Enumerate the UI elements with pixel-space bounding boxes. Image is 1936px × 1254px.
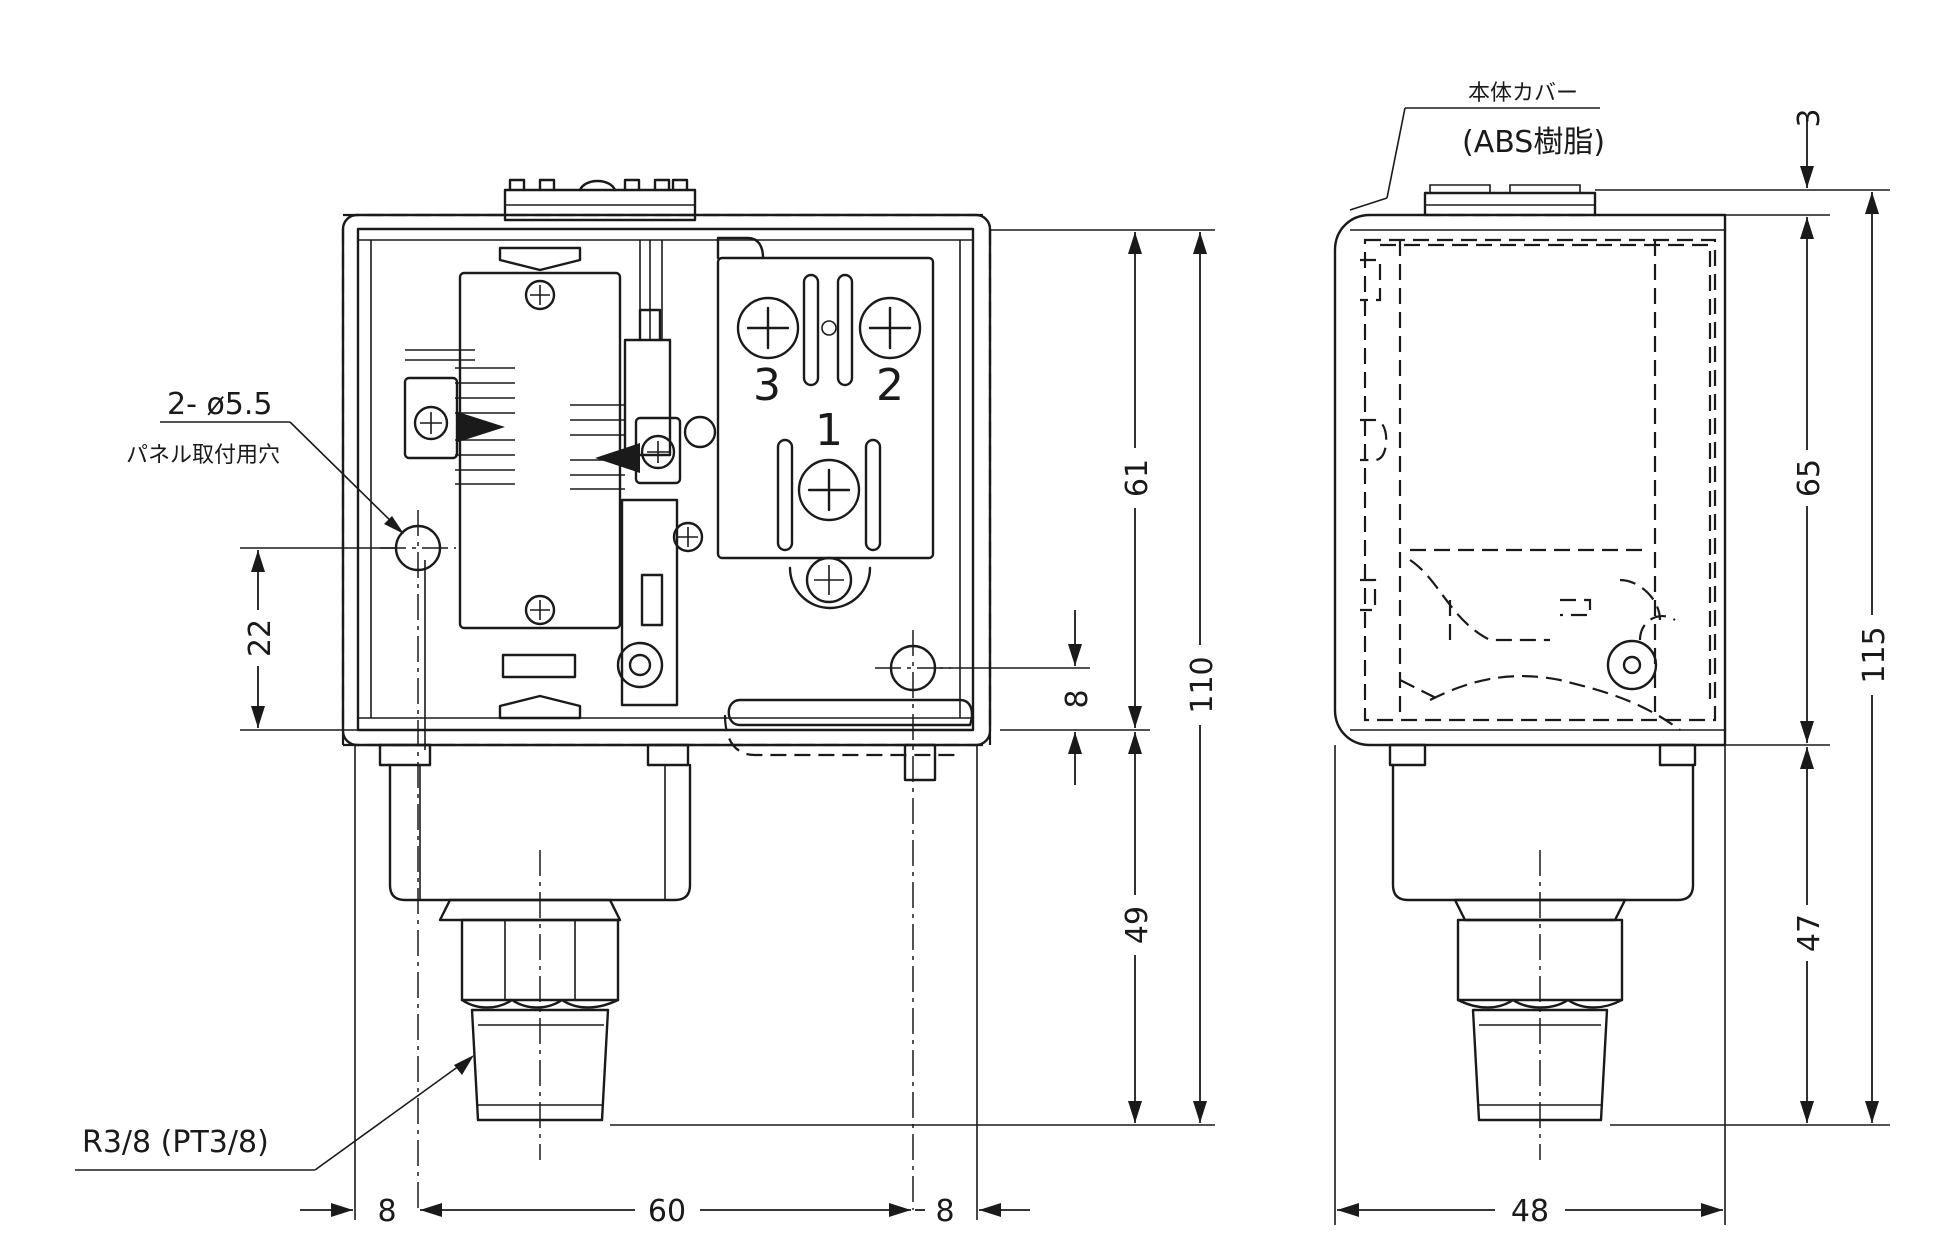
pointer-right — [595, 443, 640, 473]
callout-mounting-holes: 2- ø5.5 パネル取付用穴 — [126, 387, 404, 534]
side-width-dimension: 48 — [1334, 745, 1726, 1229]
dim-front-8-right: 8 — [935, 1194, 954, 1229]
side-housing — [1333, 213, 1727, 747]
dim-side-65: 65 — [1792, 459, 1827, 497]
dim-front-8-vertical: 8 — [1060, 689, 1095, 708]
dim-front-8-left: 8 — [377, 1194, 396, 1229]
screw-icon-group — [413, 279, 704, 626]
hole-callout-text: 2- ø5.5 — [167, 387, 273, 422]
screw-icon — [524, 279, 556, 311]
adjust-knobs — [503, 178, 697, 222]
dim-hole-height: 22 — [238, 547, 396, 731]
terminal-label-2: 2 — [876, 360, 904, 411]
callout-thread: R3/8 (PT3/8) — [75, 1055, 474, 1171]
scale-plate — [458, 271, 622, 630]
side-view: 本体カバー (ABS樹脂) 3 65 47 115 — [1333, 81, 1892, 1229]
pressure-port — [388, 763, 692, 1160]
screw-icon — [805, 556, 853, 604]
thread-callout-text: R3/8 (PT3/8) — [82, 1125, 269, 1160]
callout-cover: 本体カバー (ABS樹脂) — [1349, 81, 1605, 211]
front-horizontal-dimensions: 8 60 8 — [300, 745, 1030, 1229]
dim-side-3: 3 — [1792, 108, 1827, 127]
hole-note-text: パネル取付用穴 — [126, 443, 280, 468]
dim-front-60: 60 — [648, 1194, 686, 1229]
screw-icon — [524, 594, 556, 626]
front-housing-inner — [356, 227, 975, 732]
front-housing — [341, 213, 992, 747]
bottom-nuts — [378, 743, 937, 782]
side-vertical-dimensions: 3 65 47 115 — [1595, 108, 1892, 1126]
dim-front-22: 22 — [243, 619, 278, 657]
screw-icon — [672, 521, 704, 553]
screw-icon — [413, 405, 449, 441]
dim-front-49: 49 — [1120, 906, 1155, 944]
dim-front-61: 61 — [1120, 459, 1155, 497]
dim-front-110: 110 — [1185, 656, 1220, 713]
cover-label-text: 本体カバー — [1468, 81, 1578, 106]
terminal-screw-icon — [858, 296, 922, 360]
terminal-screw-icon — [797, 458, 861, 522]
front-view: 3 2 1 — [75, 178, 1220, 1229]
dim-hole-offset: 8 — [940, 610, 1095, 785]
dim-side-48: 48 — [1511, 1194, 1549, 1229]
dim-side-115: 115 — [1857, 626, 1892, 683]
front-vertical-dimensions: 61 49 110 — [610, 229, 1220, 1126]
terminal-label-1: 1 — [815, 405, 843, 456]
screw-icon — [640, 434, 676, 470]
side-pressure-port — [1391, 763, 1695, 1160]
dim-side-47: 47 — [1792, 914, 1827, 952]
cover-material-text: (ABS樹脂) — [1462, 125, 1605, 160]
terminal-screw-icon — [736, 296, 800, 360]
terminal-label-3: 3 — [753, 360, 781, 411]
terminal-block: 3 2 1 — [716, 236, 935, 610]
scale-ticks — [455, 367, 625, 490]
pointer-left — [458, 412, 505, 442]
